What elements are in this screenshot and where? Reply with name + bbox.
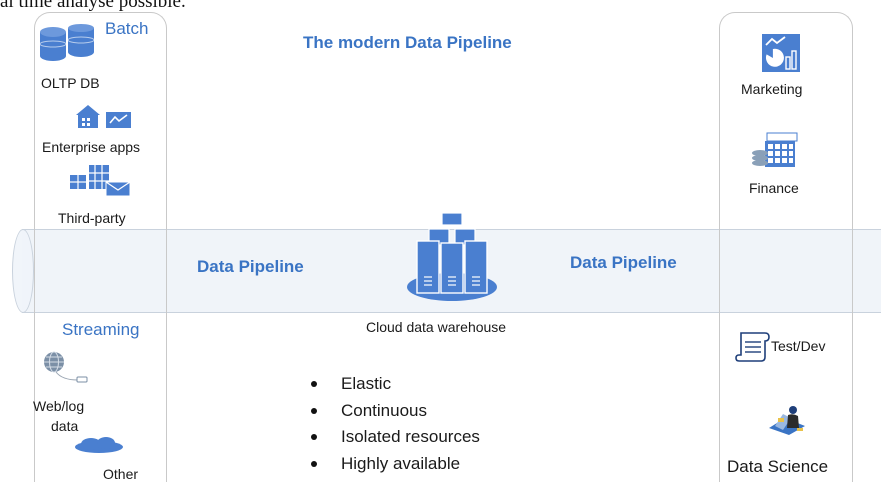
stream-source-label-data: data [51,418,79,434]
finance-icon [752,132,798,167]
feature-item: Highly available [310,451,480,478]
document-scroll-icon [735,332,770,362]
feature-item: Isolated resources [310,424,480,451]
cloud-data-warehouse-icon [407,212,497,301]
source-label-third-party: Third-party [58,210,126,226]
pipe-label-left: Data Pipeline [197,257,304,276]
data-scientist-icon [769,406,805,435]
stream-source-label-other: Other [103,466,139,482]
streaming-label: Streaming [62,320,140,339]
enterprise-apps-icon [76,105,131,128]
consumer-label-marketing: Marketing [741,81,803,97]
consumer-label-finance: Finance [749,180,799,196]
stream-source-label-web-log: Web/log [33,398,85,414]
batch-label: Batch [105,19,149,38]
database-icon [39,24,95,61]
diagram-title: The modern Data Pipeline [303,33,512,52]
feature-item: Continuous [310,398,480,425]
pipe-label-right: Data Pipeline [570,253,677,272]
warehouse-feature-list: Elastic Continuous Isolated resources Hi… [310,371,480,477]
sources-panel [34,12,167,482]
warehouse-caption: Cloud data warehouse [366,319,507,335]
top-text-fragment: al time analyse possible. [0,0,186,12]
source-label-enterprise-apps: Enterprise apps [42,139,141,155]
consumer-label-test-dev: Test/Dev [771,338,826,354]
feature-item: Elastic [310,371,480,398]
consumer-label-data-science: Data Science [727,457,829,476]
source-label-oltp: OLTP DB [41,75,100,91]
cloud-icon [75,437,123,453]
data-pipeline-tube-end [12,229,34,313]
third-party-icon [70,165,131,197]
analytics-chart-icon [762,34,800,72]
consumers-panel [719,12,853,482]
globe-icon [44,351,88,383]
